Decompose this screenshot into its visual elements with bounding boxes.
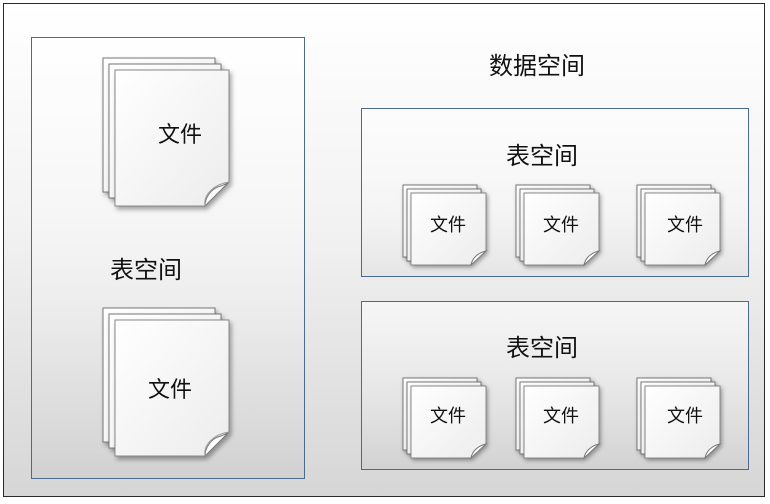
file-stack-graphic [102, 307, 230, 458]
file-stack-graphic [402, 184, 488, 267]
file-stack-icon: 文件 [636, 377, 723, 460]
file-label: 文件 [543, 215, 579, 236]
file-stack-icon: 文件 [102, 307, 233, 460]
file-label: 文件 [430, 406, 466, 427]
file-stack-icon: 文件 [636, 184, 723, 267]
right-tablespace-label-top: 表空间 [506, 142, 578, 170]
file-label: 文件 [148, 378, 193, 403]
file-stack-icon: 文件 [515, 377, 602, 460]
file-stack-graphic [515, 377, 601, 460]
file-stack-graphic [636, 184, 722, 267]
file-stack-icon: 文件 [402, 377, 489, 460]
file-label: 文件 [543, 406, 579, 427]
file-stack-icon: 文件 [402, 184, 489, 267]
right-tablespace-label-bottom: 表空间 [506, 334, 578, 362]
file-label: 文件 [430, 215, 466, 236]
left-tablespace-label: 表空间 [110, 256, 182, 284]
file-stack-graphic [402, 377, 488, 460]
data-space-title: 数据空间 [489, 52, 585, 80]
file-label: 文件 [667, 406, 703, 427]
file-stack-icon: 文件 [515, 184, 602, 267]
file-stack-graphic [636, 377, 722, 460]
file-label: 文件 [667, 215, 703, 236]
file-stack-graphic [515, 184, 601, 267]
file-stack-icon: 文件 [102, 57, 233, 210]
file-label: 文件 [158, 123, 203, 148]
file-stack-graphic [102, 57, 230, 208]
